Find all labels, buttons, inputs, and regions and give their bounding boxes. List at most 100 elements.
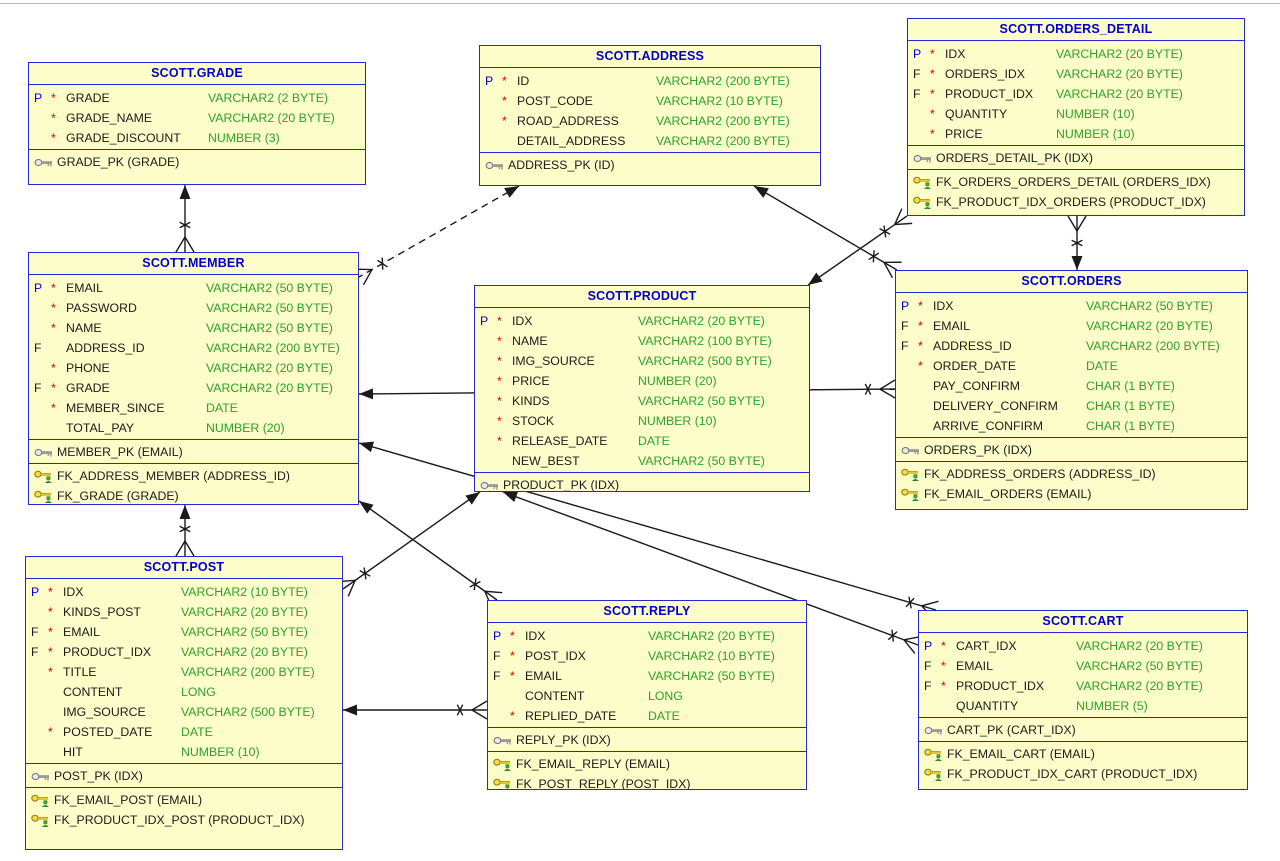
- table-title: SCOTT.MEMBER: [29, 253, 358, 275]
- primary-key-row: ORDERS_DETAIL_PK (IDX): [908, 148, 1244, 168]
- column-name: EMAIL: [933, 319, 970, 333]
- fk-key-icon: [901, 488, 919, 501]
- relationship-fk-product-idx-post[interactable]: [337, 491, 481, 597]
- column-name: IDX: [933, 299, 954, 313]
- table-title: SCOTT.CART: [919, 611, 1247, 633]
- column-name: NAME: [512, 334, 548, 348]
- mandatory-star: *: [51, 321, 56, 335]
- mandatory-star: *: [918, 319, 923, 333]
- column-type: VARCHAR2 (20 BYTE): [1076, 639, 1203, 653]
- column-type: NUMBER (20): [638, 374, 717, 388]
- fk-key-icon: [901, 468, 919, 481]
- mandatory-star: *: [941, 679, 946, 693]
- column-name: IDX: [945, 47, 966, 61]
- column-name: NAME: [66, 321, 102, 335]
- column-type: NUMBER (10): [638, 414, 717, 428]
- column-type: VARCHAR2 (50 BYTE): [206, 321, 333, 335]
- column-name: HIT: [63, 745, 83, 759]
- column-type: NUMBER (3): [208, 131, 280, 145]
- relationship-fk-email-reply[interactable]: [358, 500, 503, 608]
- column-name: TOTAL_PAY: [66, 421, 135, 435]
- column-type: VARCHAR2 (50 BYTE): [648, 669, 775, 683]
- foreign-key-row: FK_EMAIL_POST (EMAIL): [26, 790, 342, 810]
- primary-key-section: POST_PK (IDX): [26, 763, 342, 787]
- mandatory-star: *: [930, 67, 935, 81]
- column-type: NUMBER (10): [1056, 127, 1135, 141]
- relationship-fk-address-orders[interactable]: [753, 185, 902, 279]
- fk-key-icon: [493, 758, 511, 771]
- key-icon: [485, 161, 503, 170]
- column-name: ADDRESS_ID: [933, 339, 1012, 353]
- relationship-fk-address-member[interactable]: [354, 185, 520, 286]
- primary-key-row: MEMBER_PK (EMAIL): [29, 442, 358, 462]
- column-name: POST_CODE: [517, 94, 593, 108]
- column-type: NUMBER (5): [1076, 699, 1148, 713]
- mandatory-star: *: [51, 401, 56, 415]
- column-type: VARCHAR2 (20 BYTE): [648, 629, 775, 643]
- primary-key-row: POST_PK (IDX): [26, 766, 342, 786]
- mandatory-star: *: [502, 74, 507, 88]
- mandatory-star: *: [48, 605, 53, 619]
- foreign-key-row: FK_PRODUCT_IDX_CART (PRODUCT_IDX): [919, 764, 1247, 784]
- column-name: GRADE_DISCOUNT: [66, 131, 181, 145]
- foreign-key-row: FK_EMAIL_REPLY (EMAIL): [488, 754, 806, 774]
- column-name: RELEASE_DATE: [512, 434, 608, 448]
- foreign-key-section: FK_ORDERS_ORDERS_DETAIL (ORDERS_IDX)FK_P…: [908, 169, 1244, 213]
- primary-key-name: CART_PK (CART_IDX): [947, 723, 1076, 737]
- foreign-key-name: FK_ADDRESS_MEMBER (ADDRESS_ID): [57, 469, 291, 483]
- primary-key-name: REPLY_PK (IDX): [516, 733, 611, 747]
- column-name: GRADE: [66, 381, 110, 395]
- relationship-fk-product-idx-orders[interactable]: [807, 208, 913, 286]
- foreign-key-name: FK_EMAIL_REPLY (EMAIL): [516, 757, 670, 771]
- foreign-key-name: FK_EMAIL_CART (EMAIL): [947, 747, 1095, 761]
- primary-key-name: ORDERS_PK (IDX): [924, 443, 1032, 457]
- key-flag: F: [924, 679, 932, 693]
- mandatory-star: *: [510, 649, 515, 663]
- mandatory-star: *: [48, 585, 53, 599]
- relationship-fk-post-reply[interactable]: [343, 700, 488, 720]
- column-row: TOTAL_PAY NUMBER (20): [29, 418, 358, 438]
- primary-key-row: GRADE_PK (GRADE): [29, 152, 365, 172]
- key-flag: P: [901, 299, 910, 313]
- column-name: GRADE_NAME: [66, 111, 153, 125]
- relationship-fk-grade[interactable]: [175, 185, 195, 253]
- relationship-fk-email-post[interactable]: [175, 505, 195, 557]
- foreign-key-name: FK_PRODUCT_IDX_POST (PRODUCT_IDX): [54, 813, 305, 827]
- column-name: DETAIL_ADDRESS: [517, 134, 626, 148]
- mandatory-star: *: [930, 107, 935, 121]
- relationship-fk-orders-orders-detail[interactable]: [1067, 215, 1087, 270]
- column-type: VARCHAR2 (50 BYTE): [638, 394, 765, 408]
- column-name: IMG_SOURCE: [512, 354, 595, 368]
- column-type: NUMBER (20): [206, 421, 285, 435]
- mandatory-star: *: [510, 629, 515, 643]
- column-name: EMAIL: [956, 659, 993, 673]
- primary-key-row: PRODUCT_PK (IDX): [475, 475, 809, 491]
- primary-key-name: MEMBER_PK (EMAIL): [57, 445, 183, 459]
- column-name: MEMBER_SINCE: [66, 401, 165, 415]
